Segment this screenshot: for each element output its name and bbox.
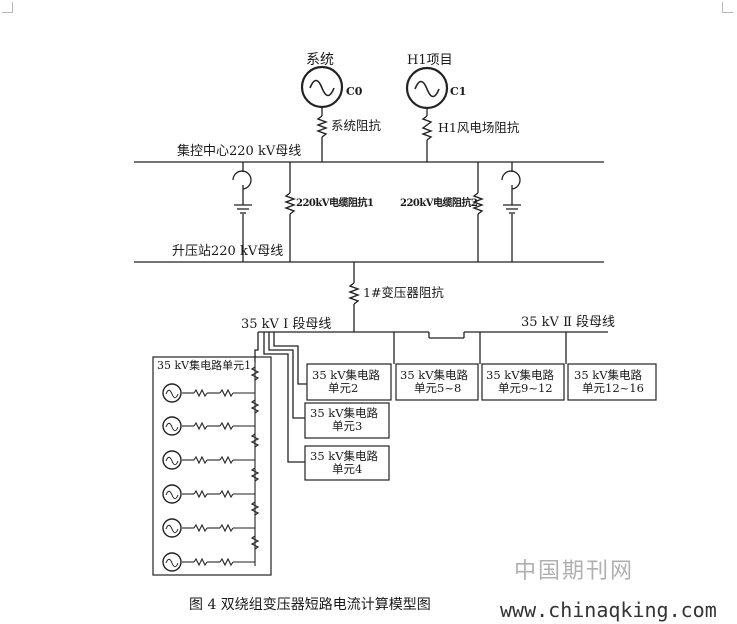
unit1-branch-coil-b-3: [219, 455, 234, 465]
c0-label: C0: [346, 85, 363, 98]
unit1-branch-coil-b-5: [219, 523, 234, 533]
unit5-8-box: [395, 363, 479, 401]
unit1-branch-coil-a-3: [193, 455, 208, 465]
unit3-label: 35 kV集电路单元3: [310, 406, 379, 433]
unit1-series-coil-2: [250, 399, 260, 414]
unit1-branch-coil-a-1: [193, 388, 208, 398]
watermark-cn: 中国期刊网: [514, 559, 635, 584]
transformer-coil: [348, 282, 360, 305]
unit1-branch-coil-b-4: [219, 489, 234, 499]
cable1-coil: [284, 192, 296, 215]
cable2-coil: [472, 192, 484, 215]
seg1-bus-label: 35 kV Ⅰ 段母线: [241, 317, 332, 332]
feeder-u1: [254, 332, 259, 362]
unit5-8-label: 35 kV集电路单元5~8: [400, 368, 469, 395]
feeder-u4: [263, 332, 305, 463]
unit1-series-coil-6: [250, 535, 260, 550]
unit4-label: 35 kV集电路单元4: [310, 449, 379, 476]
unit1-turbine-generator-4: [162, 484, 182, 504]
unit1-branch-coil-a-2: [193, 421, 208, 431]
corner-mark-top-right: [722, 2, 733, 13]
unit1-series-coil-4: [250, 467, 260, 482]
unit1-box: [152, 356, 272, 576]
cable1-label: 220kV电缆阻抗1: [296, 198, 374, 209]
unit1-turbine-generator-6: [162, 552, 182, 572]
unit1-turbine-generator-2: [162, 416, 182, 436]
unit1-series-coil-3: [250, 433, 260, 448]
corner-mark-top-left: [2, 2, 13, 13]
transformer-label: 1#变压器阻抗: [363, 285, 444, 300]
unit9-12-label: 35 kV集电路单元9~12: [486, 368, 555, 395]
unit1-branch-coil-b-2: [219, 421, 234, 431]
system-impedance-label: 系统阻抗: [331, 118, 382, 133]
unit9-12-box: [481, 363, 565, 401]
unit3-box: [304, 402, 390, 439]
seg2-bus-label: 35 kV Ⅱ 段母线: [521, 315, 616, 330]
unit2-box: [306, 363, 392, 401]
h1-impedance-label: H1风电场阻抗: [438, 120, 520, 135]
watermark-url: www.chinaqking.com: [500, 598, 717, 622]
unit1-title: 35 kV集电路单元1: [157, 359, 252, 372]
feeder-u3: [268, 332, 305, 419]
unit1-turbine-wave-5: [165, 524, 179, 534]
unit1-turbine-generator-5: [162, 518, 182, 538]
cable2-label: 220kV电缆阻抗2: [400, 198, 478, 209]
unit1-turbine-generator-3: [162, 450, 182, 470]
h1-impedance-coil: [421, 115, 433, 141]
unit1-branch-coil-a-5: [193, 523, 208, 533]
unit12-16-box: [567, 363, 657, 401]
center-bus-label: 集控中心220 kV母线: [177, 144, 302, 159]
unit1-branch-coil-b-1: [219, 388, 234, 398]
unit1-branch-coil-a-6: [193, 557, 208, 567]
unit2-label: 35 kV集电路单元2: [312, 368, 381, 395]
unit1-turbine-generator-1: [162, 383, 182, 403]
unit1-turbine-wave-2: [165, 422, 179, 432]
unit1-series-coil-1: [250, 366, 260, 381]
ground-left: [232, 162, 252, 262]
project-source-label: H1项目: [407, 53, 453, 68]
unit1-branch-coil-a-4: [193, 489, 208, 499]
feeder-u2: [273, 332, 307, 385]
unit12-16-label: 35 kV集电路单元12~16: [574, 368, 644, 395]
unit1-series-coil-5: [250, 501, 260, 516]
unit1-turbine-wave-3: [165, 456, 179, 466]
ground-right: [501, 162, 521, 262]
unit4-box: [304, 445, 390, 481]
unit1-turbine-wave-1: [165, 389, 179, 399]
unit1-branch-coil-b-6: [219, 557, 234, 567]
c1-label: C1: [450, 85, 467, 98]
unit1-turbine-wave-6: [165, 558, 179, 568]
figure-caption: 图 4 双绕组变压器短路电流计算模型图: [189, 597, 431, 613]
system-source-label: 系统: [306, 52, 334, 68]
station-bus-label: 升压站220 kV母线: [172, 244, 284, 259]
unit1-turbine-wave-4: [165, 490, 179, 500]
system-impedance-coil: [316, 115, 328, 138]
